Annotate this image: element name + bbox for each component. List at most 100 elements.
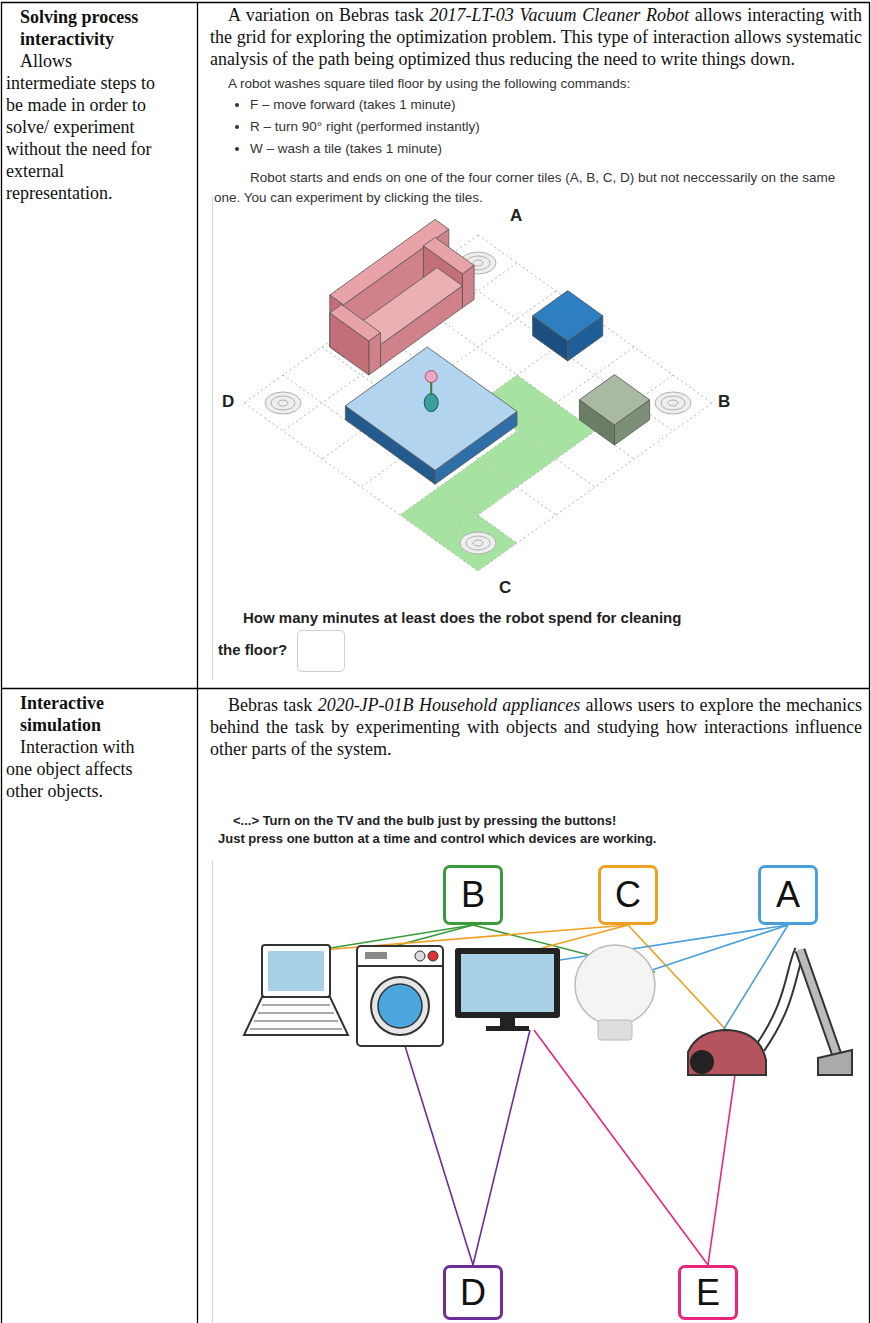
wire — [473, 1030, 530, 1265]
category-cell: Solving process interactivityAllows inte… — [6, 6, 192, 204]
washer-panel — [357, 965, 443, 967]
robot-dock-ring — [668, 400, 678, 406]
wire — [405, 1046, 473, 1265]
task-instruction: Just press one button at a time and cont… — [218, 830, 656, 847]
laptop-keys — [250, 1005, 342, 1029]
tv-screen — [461, 954, 554, 1012]
sofa-arm-top — [330, 305, 381, 341]
screenshot-frame — [212, 196, 213, 1323]
task-intro: A robot washes square tiled floor by usi… — [228, 74, 858, 94]
command-item: R – turn 90° right (performed instantly) — [250, 116, 870, 138]
frame-line — [212, 196, 213, 680]
grid-line — [322, 347, 556, 515]
command-item: W – wash a tile (takes 1 minute) — [250, 138, 870, 160]
tv-icon — [455, 948, 560, 1031]
button-letter: A — [776, 877, 800, 913]
washer-body — [357, 946, 443, 1046]
task-name: 2020-JP-01B Household appliances — [318, 695, 581, 715]
table-rule — [1, 2, 870, 3]
table-rule — [197, 2, 198, 1323]
frame-line — [212, 860, 213, 1323]
corner-letter: C — [499, 578, 511, 598]
vacuum-hose — [760, 950, 800, 1048]
category-description: Allows intermediate steps to be made in … — [6, 50, 156, 204]
tv-base — [486, 1026, 529, 1031]
wire — [534, 1030, 708, 1265]
answer-box — [297, 630, 345, 672]
green-ottoman-top — [579, 375, 649, 425]
washing-machine-icon — [357, 946, 443, 1046]
key-row — [258, 1013, 334, 1014]
wire — [652, 925, 788, 970]
robot-dock — [265, 392, 301, 414]
description-text: A variation on Bebras task — [228, 5, 424, 25]
button-box: B — [443, 865, 503, 925]
washer-knob — [415, 951, 425, 961]
key-row — [250, 1029, 342, 1030]
washer-door — [371, 977, 429, 1035]
key-row — [262, 1005, 330, 1006]
flower — [425, 371, 437, 383]
sofa-arm-top — [423, 237, 474, 273]
task-instruction: Robot starts and ends on one of the four… — [214, 168, 860, 208]
washer-knob — [428, 951, 438, 961]
robot-dock — [460, 532, 496, 554]
task-instruction: <...> Turn on the TV and the bulb just b… — [233, 812, 616, 829]
robot-dock-ring — [271, 396, 295, 410]
table-rule — [869, 2, 870, 1323]
washed-tile — [439, 515, 517, 571]
category-description: Interaction with one object affects othe… — [6, 736, 156, 802]
command-text: R – turn 90° right (performed instantly) — [250, 119, 480, 134]
description-paragraph: A variation on Bebras task 2017-LT-03 Va… — [210, 4, 862, 70]
key-row — [254, 1021, 338, 1022]
bulb-glass — [575, 945, 655, 1025]
laptop-icon — [244, 945, 348, 1035]
robot-dock — [655, 392, 691, 414]
table-top — [345, 347, 517, 470]
button-letter: D — [460, 1275, 486, 1311]
description-paragraph: Bebras task 2020-JP-01B Household applia… — [210, 694, 862, 760]
washer-slot — [365, 952, 387, 959]
command-text: W – wash a tile (takes 1 minute) — [250, 141, 442, 156]
category-heading: Interactive simulation — [6, 692, 140, 736]
laptop-display — [268, 951, 324, 991]
robot-dock-ring — [278, 400, 288, 406]
corner-letter: B — [718, 392, 730, 412]
vacuum-hose — [760, 950, 800, 1048]
category-cell: Interactive simulationInteraction with o… — [6, 692, 192, 802]
corner-letter: D — [222, 392, 234, 412]
button-letter: E — [696, 1275, 720, 1311]
robot-dock-ring — [661, 396, 685, 410]
vacuum-wheel — [690, 1050, 714, 1074]
vacuum-head — [818, 1050, 852, 1075]
vacuum-handle — [800, 950, 838, 1058]
bulb-base — [598, 1020, 632, 1040]
button-letter: C — [615, 877, 641, 913]
button-box: A — [758, 865, 818, 925]
washer-glass — [378, 984, 422, 1028]
button-wires — [318, 925, 788, 1265]
robot-dock-ring — [473, 540, 483, 546]
bulb-icon — [575, 945, 655, 1040]
command-item: F – move forward (takes 1 minute) — [250, 94, 870, 116]
wire — [708, 1075, 735, 1265]
question-block: How many minutes at least does the robot… — [218, 606, 688, 672]
command-text: F – move forward (takes 1 minute) — [250, 97, 456, 112]
robot-dock-ring — [466, 536, 490, 550]
button-letter: B — [461, 877, 485, 913]
vacuum-body — [688, 1030, 766, 1075]
vacuum-cleaner-icon — [688, 950, 852, 1075]
table-rule — [1, 2, 2, 1323]
description-text: Bebras task — [228, 695, 312, 715]
table-rule — [1, 688, 870, 689]
command-list: F – move forward (takes 1 minute) R – tur… — [212, 94, 870, 160]
task-name: 2017-LT-03 Vacuum Cleaner Robot — [430, 5, 689, 25]
button-box: D — [443, 1265, 503, 1320]
vacuum-handle — [800, 950, 838, 1058]
question-text: How many minutes at least does the robot… — [218, 609, 681, 658]
laptop-keyboard — [244, 997, 348, 1035]
tv-frame — [455, 948, 560, 1018]
tv-stand — [500, 1018, 515, 1026]
